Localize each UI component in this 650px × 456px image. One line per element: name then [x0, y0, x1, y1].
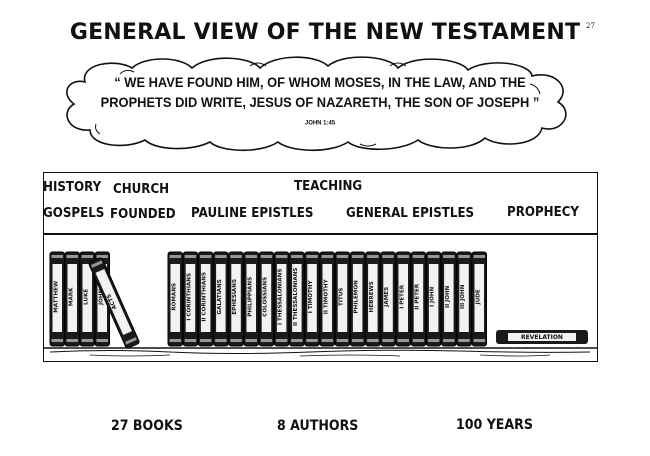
book-matthew: MATTHEW — [49, 251, 65, 347]
book-title: REVELATION — [521, 334, 563, 341]
label-church: CHURCH — [113, 181, 170, 197]
book-james: JAMES — [380, 251, 396, 347]
book-ii-corinthians: II CORINTHIANS — [197, 251, 214, 347]
book-title: PHILEMON — [354, 280, 360, 314]
book-title: TITUS — [338, 288, 344, 306]
book-titus: TITUS — [334, 251, 351, 347]
book-title: I PETER — [399, 284, 405, 309]
quote-line-2: PROPHETS DID WRITE, JESUS OF NAZARETH, T… — [99, 92, 541, 133]
book-title: LUKE — [83, 289, 89, 305]
book-title: JAMES — [384, 287, 390, 308]
book-mark: MARK — [64, 251, 80, 347]
bookshelf-frame — [43, 172, 598, 362]
label-history: HISTORY — [43, 179, 102, 195]
label-gospels: GOSPELS — [43, 205, 105, 221]
book-i-thessalonians: I THESSALONIANS — [273, 251, 290, 347]
book-title: ROMANS — [171, 283, 177, 311]
book-title: I CORINTHIANS — [186, 273, 192, 321]
page-title: GENERAL VIEW OF THE NEW TESTAMENT — [69, 20, 581, 45]
book-ephesians: EPHESIANS — [228, 251, 244, 347]
stat-years: 100 YEARS — [456, 417, 533, 433]
label-general-epistles: GENERAL EPISTLES — [346, 205, 475, 221]
cloud-shape — [66, 56, 567, 152]
label-founded: FOUNDED — [110, 206, 176, 222]
book-i-peter: I PETER — [395, 251, 411, 347]
book-colossians: COLOSSIANS — [258, 251, 275, 347]
book-title: III JOHN — [460, 284, 466, 309]
book-title: HEBREWS — [369, 281, 375, 312]
book-ii-john: II JOHN — [441, 251, 457, 347]
quote-line-1: “ WE HAVE FOUND HIM, OF WHOM MOSES, IN T… — [114, 74, 526, 90]
book-acts: ACTS — [88, 257, 140, 349]
book-title: I THESSALONIANS — [278, 269, 284, 325]
book-title: II PETER — [414, 283, 420, 310]
quote: “ WE HAVE FOUND HIM, OF WHOM MOSES, IN T… — [99, 72, 541, 133]
book-ii-thessalonians: II THESSALONIANS — [289, 251, 305, 347]
book-ii-peter: II PETER — [410, 251, 427, 347]
label-prophecy: PROPHECY — [507, 204, 580, 220]
label-teaching: TEACHING — [294, 178, 363, 194]
book-title: MATTHEW — [53, 281, 59, 313]
book-philippians: PHILIPPIANS — [243, 251, 259, 347]
book-title: II CORINTHIANS — [202, 272, 208, 322]
book-philemon: PHILEMON — [349, 251, 366, 347]
book-title: JUDE — [475, 289, 481, 305]
book-title: EPHESIANS — [232, 279, 238, 315]
quote-line-2-text: PROPHETS DID WRITE, JESUS OF NAZARETH, T… — [100, 94, 540, 110]
book-iii-john: III JOHN — [456, 251, 472, 347]
book-title: I TIMOTHY — [308, 279, 314, 313]
stat-books: 27 BOOKS — [111, 418, 183, 434]
book-ii-timothy: II TIMOTHY — [319, 251, 335, 347]
book-jude: JUDE — [471, 251, 487, 347]
book-i-john: I JOHN — [425, 251, 442, 347]
book-title: II TIMOTHY — [323, 278, 329, 314]
book-luke: LUKE — [79, 251, 95, 347]
book-hebrews: HEBREWS — [365, 251, 381, 347]
book-title: COLOSSIANS — [262, 277, 268, 317]
book-title: GALATIANS — [217, 279, 223, 314]
label-pauline-epistles: PAULINE EPISTLES — [191, 205, 314, 221]
stat-authors: 8 AUTHORS — [277, 418, 359, 434]
book-title: PHILIPPIANS — [247, 277, 253, 317]
book-i-timothy: I TIMOTHY — [304, 251, 320, 347]
quote-reference: JOHN 1:45 — [304, 119, 336, 127]
book-title: JOHN — [98, 288, 104, 306]
book-title: II THESSALONIANS — [293, 268, 299, 327]
book-title: MARK — [68, 287, 74, 306]
book-revelation: REVELATION — [496, 330, 588, 344]
shelf-plank — [43, 347, 598, 357]
page-number: 27 — [586, 22, 595, 30]
book-title: I JOHN — [430, 286, 436, 307]
shelf-header-divider — [43, 233, 598, 235]
book-galatians: GALATIANS — [213, 251, 229, 347]
book-title: II JOHN — [445, 285, 451, 308]
book-romans: ROMANS — [167, 251, 183, 347]
book-i-corinthians: I CORINTHIANS — [182, 251, 199, 347]
